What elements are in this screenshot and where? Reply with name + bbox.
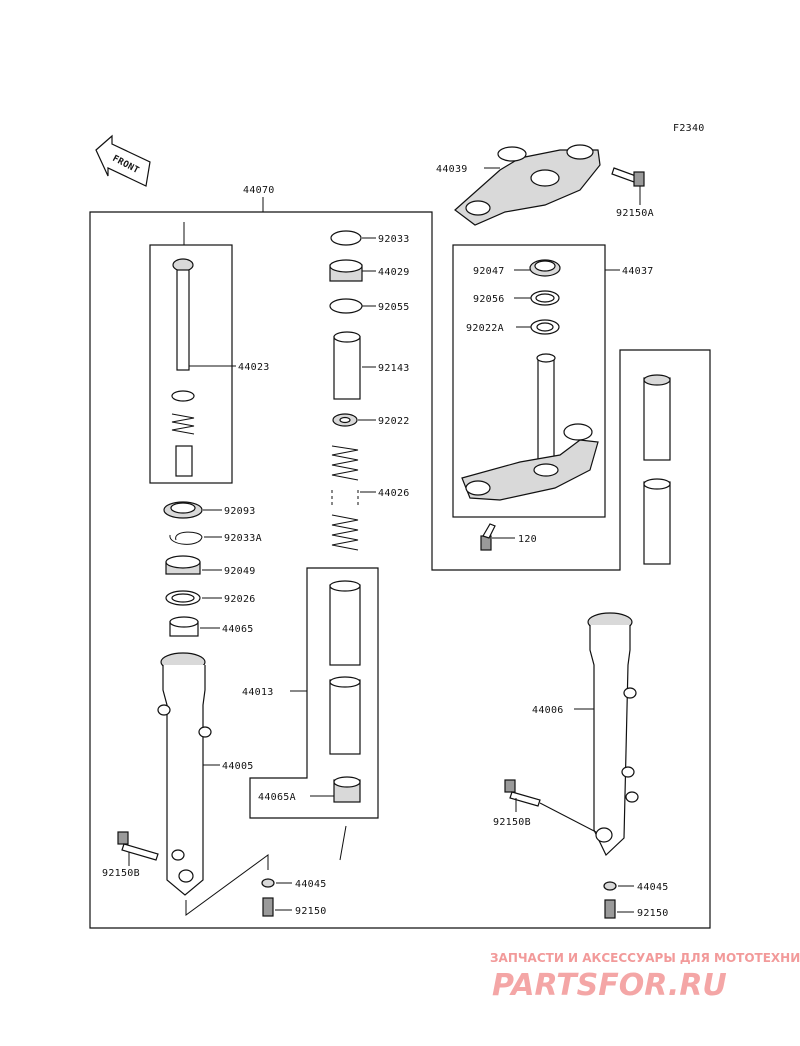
fork-spring (331, 445, 359, 551)
label-44070: 44070 (243, 185, 275, 196)
damper-rod (171, 258, 195, 477)
label-92150B-left: 92150B (102, 868, 140, 879)
figure-code: F2340 (673, 123, 705, 134)
left-inner-tube (329, 580, 361, 803)
label-92033A: 92033A (224, 533, 262, 544)
label-92150-right: 92150 (637, 908, 669, 919)
left-outer-tube (157, 652, 212, 896)
label-92150A: 92150A (616, 208, 654, 219)
label-92022A: 92022A (466, 323, 504, 334)
label-44013: 44013 (242, 687, 274, 698)
watermark-caption: ЗАПЧАСТИ И АКСЕССУАРЫ ДЛЯ МОТОТЕХНИКИ (490, 951, 800, 965)
label-44029: 44029 (378, 267, 410, 278)
frame-44037 (452, 244, 606, 518)
label-92049: 92049 (224, 566, 256, 577)
frame-44070 (89, 211, 711, 929)
front-arrow-icon: FRONT (95, 134, 151, 187)
label-92093: 92093 (224, 506, 256, 517)
label-44037: 44037 (622, 266, 654, 277)
label-44045-mid: 44045 (295, 879, 327, 890)
label-92056: 92056 (473, 294, 505, 305)
label-44023: 44023 (238, 362, 270, 373)
frame-44013 (249, 567, 379, 819)
label-92022: 92022 (378, 416, 410, 427)
right-inner-tube (643, 374, 671, 565)
label-92143: 92143 (378, 363, 410, 374)
label-44005: 44005 (222, 761, 254, 772)
upper-bracket (454, 144, 645, 226)
label-92033: 92033 (378, 234, 410, 245)
label-44065A: 44065A (258, 792, 296, 803)
label-44026: 44026 (378, 488, 410, 499)
frame-44023 (149, 244, 233, 484)
label-44006: 44006 (532, 705, 564, 716)
label-44065: 44065 (222, 624, 254, 635)
label-92026: 92026 (224, 594, 256, 605)
label-44039: 44039 (436, 164, 468, 175)
label-92047: 92047 (473, 266, 505, 277)
steering-stem (461, 353, 599, 501)
watermark-brand: PARTSFOR.RU (492, 968, 727, 1003)
label-44045-right: 44045 (637, 882, 669, 893)
right-outer-tube (587, 612, 639, 857)
label-92150-mid: 92150 (295, 906, 327, 917)
label-92150B-right: 92150B (493, 817, 531, 828)
label-120: 120 (518, 534, 537, 545)
label-92055: 92055 (378, 302, 410, 313)
